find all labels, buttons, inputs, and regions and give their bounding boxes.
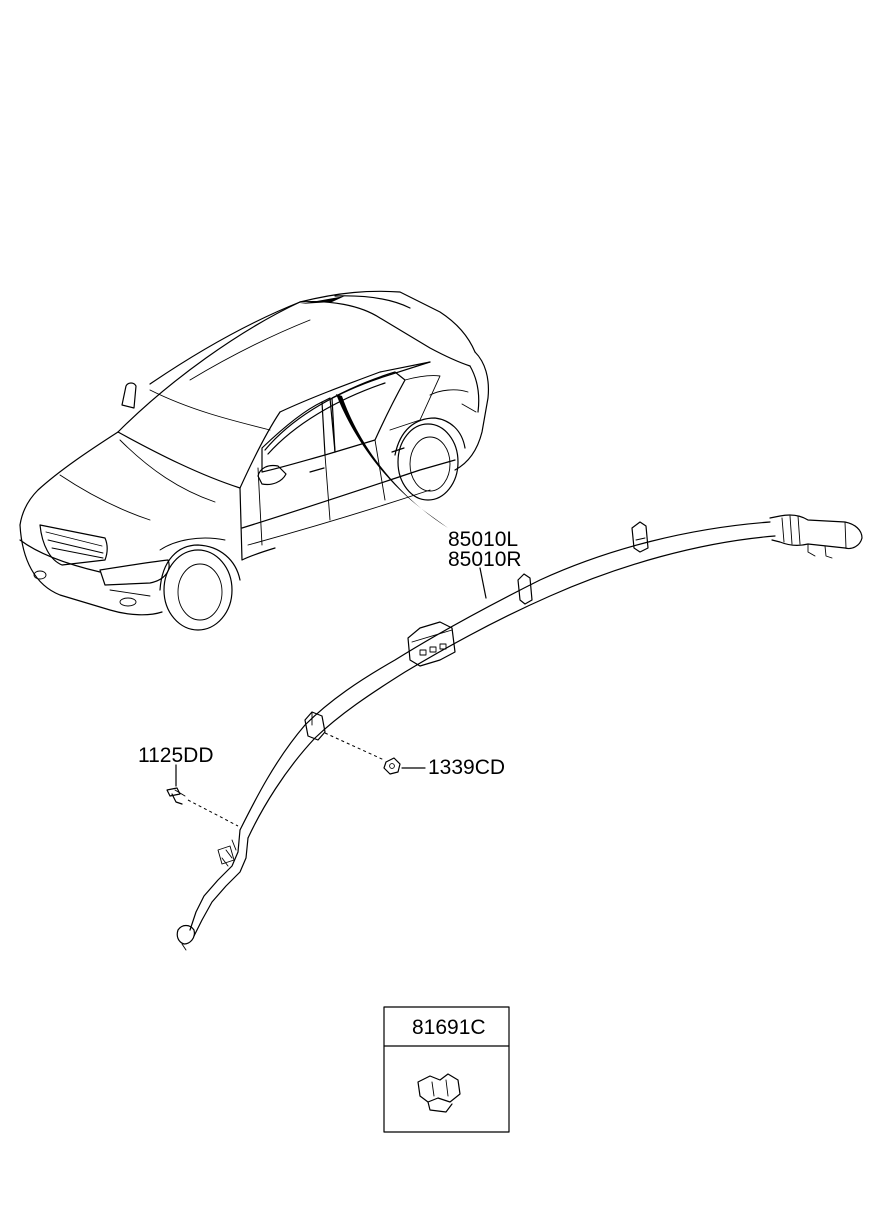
label-1125dd: 1125DD (138, 744, 214, 767)
clip-icon (417, 1073, 461, 1113)
clip-box: 81691C (383, 1006, 510, 1133)
car-illustration (19, 290, 490, 631)
label-85010l: 85010L (448, 528, 518, 551)
bolt-1125dd (166, 787, 186, 805)
label-1339cd: 1339CD (428, 756, 505, 779)
leader-lines (175, 567, 487, 827)
nut-1339cd (383, 757, 401, 775)
label-81691c: 81691C (412, 1016, 486, 1039)
curtain-airbag-assembly (176, 514, 863, 951)
label-85010r: 85010R (448, 548, 522, 571)
